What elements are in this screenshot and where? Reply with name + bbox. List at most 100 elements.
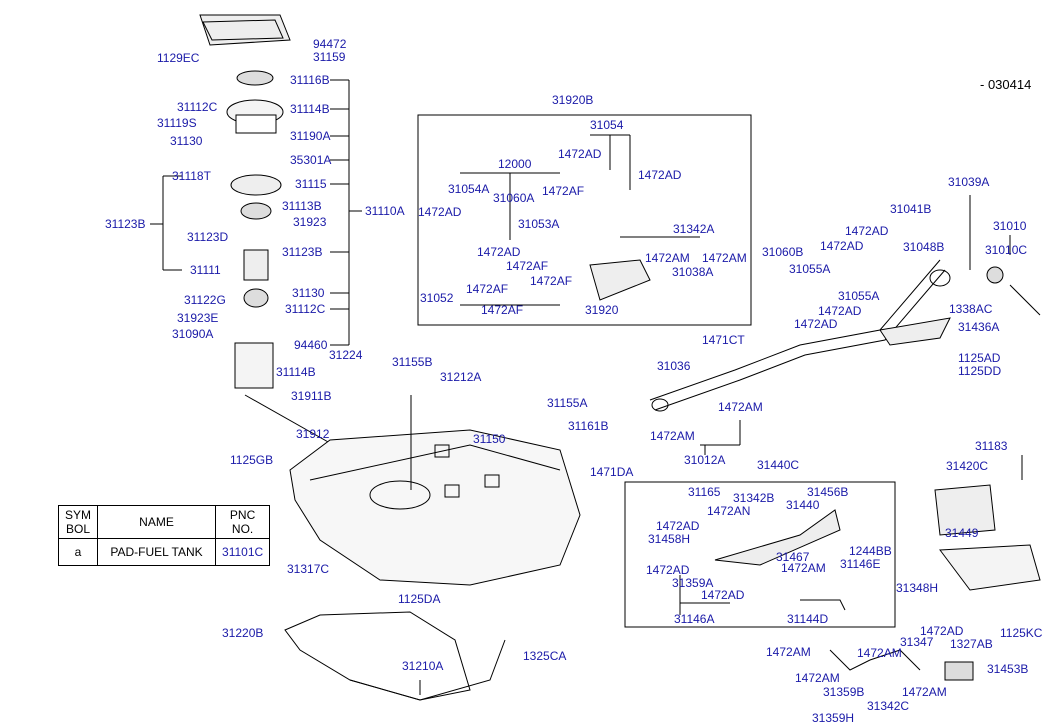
part-label[interactable]: 31348H [896, 581, 939, 595]
part-label[interactable]: 1472AN [707, 504, 751, 518]
part-label[interactable]: 31010 [993, 219, 1027, 233]
part-label[interactable]: 31012A [684, 453, 726, 467]
part-label[interactable]: 31112C [177, 100, 218, 114]
part-label[interactable]: 31453B [987, 662, 1029, 676]
part-label[interactable]: 31053A [518, 217, 560, 231]
part-label[interactable]: 1472AD [646, 563, 690, 577]
part-label[interactable]: 31146A [674, 612, 715, 626]
part-label[interactable]: 94472 [313, 37, 347, 51]
legend-pnc-link[interactable]: 31101C [215, 538, 271, 566]
part-label[interactable]: 1338AC [949, 302, 993, 316]
part-label[interactable]: 31224 [329, 348, 363, 362]
part-label[interactable]: 31054A [448, 182, 490, 196]
part-label[interactable]: 31342B [733, 491, 775, 505]
part-label[interactable]: 1472AM [766, 645, 811, 659]
part-label[interactable]: 31115 [295, 177, 327, 191]
part-label[interactable]: 1472AD [794, 317, 838, 331]
part-label[interactable]: 31054 [590, 118, 624, 132]
part-label[interactable]: 1327AB [950, 637, 993, 651]
part-label[interactable]: 31048B [903, 240, 945, 254]
part-label[interactable]: 31155B [392, 355, 433, 369]
part-label[interactable]: 31458H [648, 532, 691, 546]
part-label[interactable]: 31060B [762, 245, 804, 259]
part-label[interactable]: 1472AD [656, 519, 700, 533]
part-label[interactable]: 31220B [222, 626, 264, 640]
part-label[interactable]: 31116B [290, 73, 330, 87]
part-label[interactable]: 31055A [838, 289, 880, 303]
part-label[interactable]: 31110A [365, 204, 405, 218]
part-label[interactable]: 1471CT [702, 333, 745, 347]
part-label[interactable]: 31467 [776, 550, 810, 564]
part-label[interactable]: 1325CA [523, 649, 567, 663]
part-label[interactable]: 1125AD [958, 351, 1001, 365]
part-label[interactable]: 31912 [296, 427, 330, 441]
part-label[interactable]: 31449 [945, 526, 979, 540]
part-label[interactable]: 31111 [190, 263, 221, 277]
part-label[interactable]: 1472AM [857, 646, 902, 660]
part-label[interactable]: 31144D [787, 612, 829, 626]
part-label[interactable]: 31359B [823, 685, 865, 699]
part-label[interactable]: 1472AD [477, 245, 521, 259]
part-label[interactable]: 31118T [172, 169, 211, 183]
part-label[interactable]: 1125KC [1000, 626, 1043, 640]
part-label[interactable]: 1472AD [701, 588, 745, 602]
part-label[interactable]: 31038A [672, 265, 714, 279]
part-label[interactable]: 31112C [285, 302, 326, 316]
part-label[interactable]: 31436A [958, 320, 1000, 334]
part-label[interactable]: 94460 [294, 338, 328, 352]
part-label[interactable]: 31041B [890, 202, 932, 216]
part-label[interactable]: 31183 [975, 439, 1008, 453]
part-label[interactable]: 1244BB [849, 544, 892, 558]
part-label[interactable]: 1472AM [718, 400, 763, 414]
part-label[interactable]: 31150 [473, 432, 506, 446]
part-label[interactable]: 1472AM [781, 561, 826, 575]
part-label[interactable]: 31052 [420, 291, 454, 305]
part-label[interactable]: 31911B [291, 389, 332, 403]
part-label[interactable]: 31090A [172, 327, 214, 341]
part-label[interactable]: 1472AD [920, 624, 964, 638]
part-label[interactable]: 31342A [673, 222, 715, 236]
part-label[interactable]: 1125DA [398, 592, 441, 606]
part-label[interactable]: 31923 [293, 215, 327, 229]
part-label[interactable]: 1472AF [542, 184, 585, 198]
part-label[interactable]: 31210A [402, 659, 444, 673]
part-label[interactable]: 31159 [313, 50, 346, 64]
part-label[interactable]: 31123B [105, 217, 146, 231]
part-label[interactable]: 31119S [157, 116, 197, 130]
part-label[interactable]: 31165 [688, 485, 721, 499]
part-label[interactable]: 1472AF [506, 259, 549, 273]
part-label[interactable]: 1472AD [558, 147, 602, 161]
part-label[interactable]: 31113B [282, 199, 322, 213]
part-label[interactable]: 31146E [840, 557, 881, 571]
part-label[interactable]: 1472AF [466, 282, 509, 296]
part-label[interactable]: 31440 [786, 498, 820, 512]
part-label[interactable]: 35301A [290, 153, 332, 167]
part-label[interactable]: 1471DA [590, 465, 634, 479]
part-label[interactable]: 31039A [948, 175, 990, 189]
part-label[interactable]: 31055A [789, 262, 831, 276]
part-label[interactable]: 31359H [812, 711, 855, 725]
part-label[interactable]: 1125DD [958, 364, 1002, 378]
part-label[interactable]: 31190A [290, 129, 331, 143]
part-label[interactable]: 31130 [170, 134, 203, 148]
part-label[interactable]: 1472AM [702, 251, 747, 265]
part-label[interactable]: 31212A [440, 370, 482, 384]
part-label[interactable]: 31359A [672, 576, 714, 590]
part-label[interactable]: 31060A [493, 191, 535, 205]
part-label[interactable]: 1125GB [230, 453, 274, 467]
part-label[interactable]: 31123D [187, 230, 229, 244]
part-label[interactable]: 31920B [552, 93, 594, 107]
part-label[interactable]: 31161B [568, 419, 609, 433]
part-label[interactable]: 1472AM [795, 671, 840, 685]
part-label[interactable]: 31130 [292, 286, 325, 300]
part-label[interactable]: 31347 [900, 635, 934, 649]
part-label[interactable]: 1472AM [645, 251, 690, 265]
part-label[interactable]: 1472AM [650, 429, 695, 443]
part-label[interactable]: 31155A [547, 396, 588, 410]
part-label[interactable]: 31920 [585, 303, 619, 317]
part-label[interactable]: 1472AM [902, 685, 947, 699]
part-label[interactable]: 31122G [184, 293, 226, 307]
part-label[interactable]: 31123B [282, 245, 323, 259]
part-label[interactable]: 31440C [757, 458, 800, 472]
part-label[interactable]: 1472AD [638, 168, 682, 182]
